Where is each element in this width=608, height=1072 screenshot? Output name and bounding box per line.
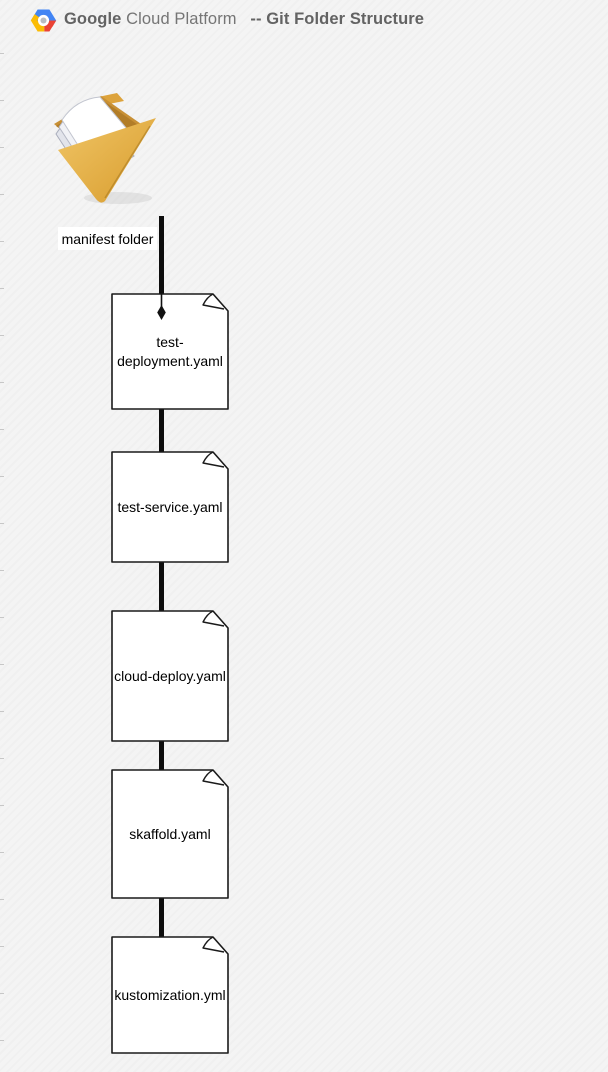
connector-line	[159, 561, 164, 612]
connector-line	[159, 897, 164, 938]
brand-google: Google	[64, 10, 122, 28]
header-bar: Google Cloud Platform -- Git Folder Stru…	[0, 0, 608, 44]
file-label: skaffold.yaml	[129, 825, 211, 842]
file-label: kustomization.yml	[114, 986, 226, 1003]
connector-line	[159, 740, 164, 771]
file-label: test-service.yaml	[117, 498, 223, 515]
connector-line	[159, 216, 164, 295]
google-cloud-platform-logo-icon	[30, 9, 57, 32]
page-title: Google Cloud Platform -- Git Folder Stru…	[64, 10, 424, 29]
file-node-test-service: test-service.yaml	[111, 451, 229, 563]
file-label: cloud-deploy.yaml	[114, 667, 226, 684]
manifest-folder-icon	[54, 93, 156, 204]
file-node-cloud-deploy: cloud-deploy.yaml	[111, 610, 229, 742]
file-node-skaffold: skaffold.yaml	[111, 769, 229, 899]
diagram-title: -- Git Folder Structure	[250, 10, 425, 28]
connector-line	[159, 408, 164, 453]
ruler-tick-marks	[0, 53, 4, 1065]
brand-cloud-platform: Cloud Platform	[126, 10, 237, 28]
folder-label: manifest folder	[58, 227, 157, 250]
file-node-test-deployment: test-deployment.yaml	[111, 293, 229, 410]
file-label: test-deployment.yaml	[117, 333, 223, 369]
file-node-kustomization: kustomization.yml	[111, 936, 229, 1054]
